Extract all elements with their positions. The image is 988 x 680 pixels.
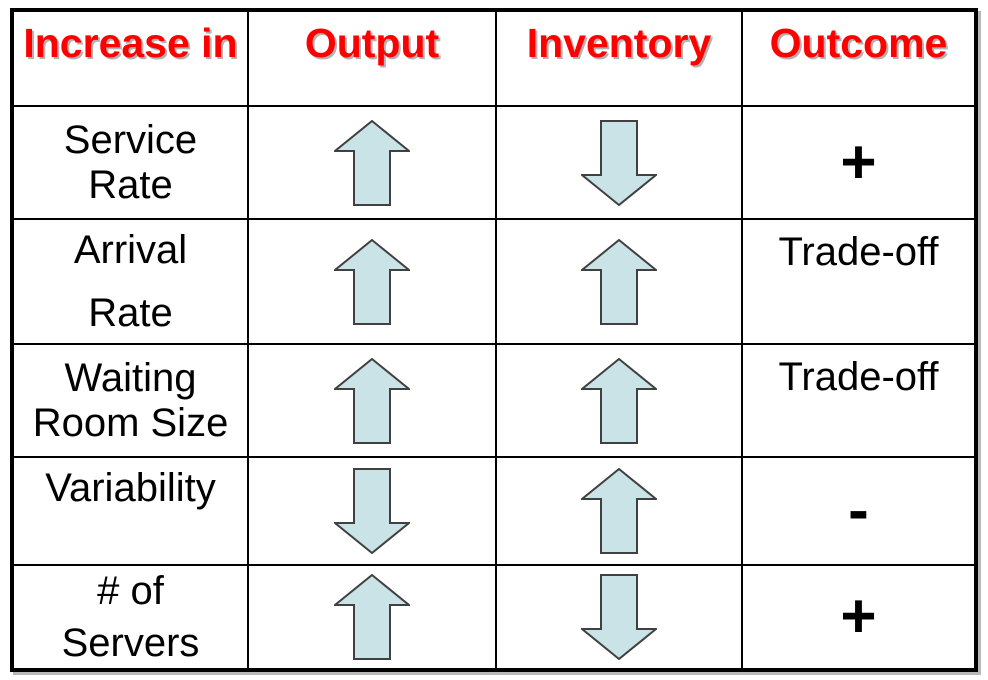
header-increase-in: Increase in (14, 12, 247, 105)
row-label-line: Waiting (64, 355, 197, 400)
outcome-cell: + (743, 566, 974, 668)
outcome-cell: + (743, 107, 974, 218)
row-label-line: Rate (88, 162, 173, 207)
row-label-line: Service (63, 117, 198, 162)
row-label-arrival-rate: Arrival Rate (14, 220, 247, 343)
row-label-line: Arrival (73, 227, 188, 272)
row-label-line: Room Size (32, 400, 229, 445)
output-arrow-cell (249, 345, 495, 456)
inventory-arrow-cell (497, 345, 741, 456)
header-output: Output (249, 12, 495, 105)
outcome-cell: - (743, 458, 974, 564)
output-arrow-cell (249, 220, 495, 343)
down-arrow-icon (334, 468, 410, 554)
inventory-arrow-cell (497, 458, 741, 564)
output-arrow-cell (249, 107, 495, 218)
row-label-line: # of (97, 568, 164, 613)
up-arrow-icon (334, 238, 410, 325)
down-arrow-icon (581, 574, 657, 660)
up-arrow-icon (581, 238, 657, 325)
row-label-line: Rate (88, 290, 173, 335)
row-label-number-of-servers: # of Servers (14, 566, 247, 668)
row-label-service-rate: Service Rate (14, 107, 247, 218)
output-arrow-cell (249, 458, 495, 564)
header-outcome: Outcome (743, 12, 974, 105)
up-arrow-icon (334, 574, 410, 660)
output-arrow-cell (249, 566, 495, 668)
relationship-table: Increase in Output Inventory Outcome Ser… (10, 8, 978, 672)
down-arrow-icon (581, 119, 657, 206)
inventory-arrow-cell (497, 107, 741, 218)
inventory-arrow-cell (497, 566, 741, 668)
row-label-line: Servers (61, 620, 200, 665)
up-arrow-icon (334, 119, 410, 206)
outcome-cell: Trade-off (743, 220, 974, 343)
row-label-line: Variability (45, 466, 216, 510)
up-arrow-icon (581, 357, 657, 444)
up-arrow-icon (334, 357, 410, 444)
row-label-waiting-room-size: Waiting Room Size (14, 345, 247, 456)
outcome-cell: Trade-off (743, 345, 974, 456)
up-arrow-icon (581, 468, 657, 554)
inventory-arrow-cell (497, 220, 741, 343)
header-inventory: Inventory (497, 12, 741, 105)
row-label-variability: Variability (14, 458, 247, 564)
